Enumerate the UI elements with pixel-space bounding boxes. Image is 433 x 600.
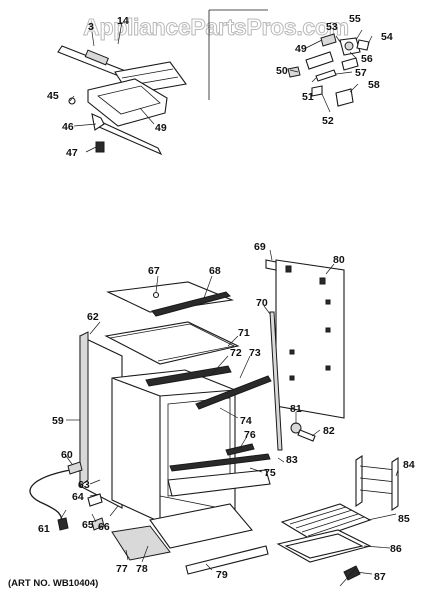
- callout-77: 77: [116, 563, 128, 575]
- callout-78: 78: [136, 563, 148, 575]
- broil-burner-assembly: [57, 9, 268, 156]
- control-components: [287, 33, 370, 107]
- broiler-pan: [276, 529, 372, 563]
- thermostat-bulb: [290, 422, 316, 442]
- callout-87: 87: [374, 571, 386, 583]
- oven-rack: [280, 503, 372, 541]
- rack-guides: [355, 454, 399, 512]
- callout-50: 50: [276, 65, 288, 77]
- callout-58: 58: [368, 79, 380, 91]
- callout-86: 86: [390, 543, 402, 555]
- callout-51: 51: [302, 91, 314, 103]
- callout-67: 67: [148, 265, 160, 277]
- callout-65: 65: [82, 519, 94, 531]
- callout-53: 53: [326, 21, 338, 33]
- callout-80: 80: [333, 254, 345, 266]
- callout-60: 60: [61, 449, 73, 461]
- callout-81: 81: [290, 403, 302, 415]
- callout-71: 71: [238, 327, 250, 339]
- site-watermark: AppliancePartsPros.com: [83, 14, 349, 40]
- callout-49-control: 49: [295, 43, 307, 55]
- callout-63: 63: [78, 479, 90, 491]
- callout-82: 82: [323, 425, 335, 437]
- callout-14: 14: [117, 15, 129, 27]
- callout-66: 66: [98, 521, 110, 533]
- callout-61: 61: [38, 523, 50, 535]
- callout-75: 75: [264, 467, 276, 479]
- callout-79: 79: [216, 569, 228, 581]
- callout-62: 62: [87, 311, 99, 323]
- callout-64: 64: [72, 491, 84, 503]
- callout-45: 45: [47, 90, 59, 102]
- callout-49-broil: 49: [155, 122, 167, 134]
- callout-59: 59: [52, 415, 64, 427]
- callout-46: 46: [62, 121, 74, 133]
- callout-55: 55: [349, 13, 361, 25]
- art-number: (ART NO. WB10404): [8, 578, 98, 589]
- callout-73: 73: [249, 347, 261, 359]
- callout-84: 84: [403, 459, 415, 471]
- callout-70: 70: [256, 297, 268, 309]
- leader-lines: [59, 21, 399, 575]
- callout-3: 3: [88, 21, 94, 33]
- callout-85: 85: [398, 513, 410, 525]
- gas-line: [29, 461, 105, 531]
- callout-68: 68: [209, 265, 221, 277]
- oven-body: [79, 281, 272, 575]
- callout-76: 76: [244, 429, 256, 441]
- callout-74: 74: [240, 415, 252, 427]
- callout-72: 72: [230, 347, 242, 359]
- callout-69: 69: [254, 241, 266, 253]
- callout-56: 56: [361, 53, 373, 65]
- callout-52: 52: [322, 115, 334, 127]
- callout-labels: 3 14 45 46 47 49 49 50 51 52 53 55 54 56…: [38, 13, 415, 583]
- callout-83: 83: [286, 454, 298, 466]
- burner-valve: [339, 565, 361, 587]
- side-channel: [269, 311, 283, 451]
- callout-57: 57: [355, 67, 367, 79]
- callout-54: 54: [381, 31, 393, 43]
- callout-47: 47: [66, 147, 78, 159]
